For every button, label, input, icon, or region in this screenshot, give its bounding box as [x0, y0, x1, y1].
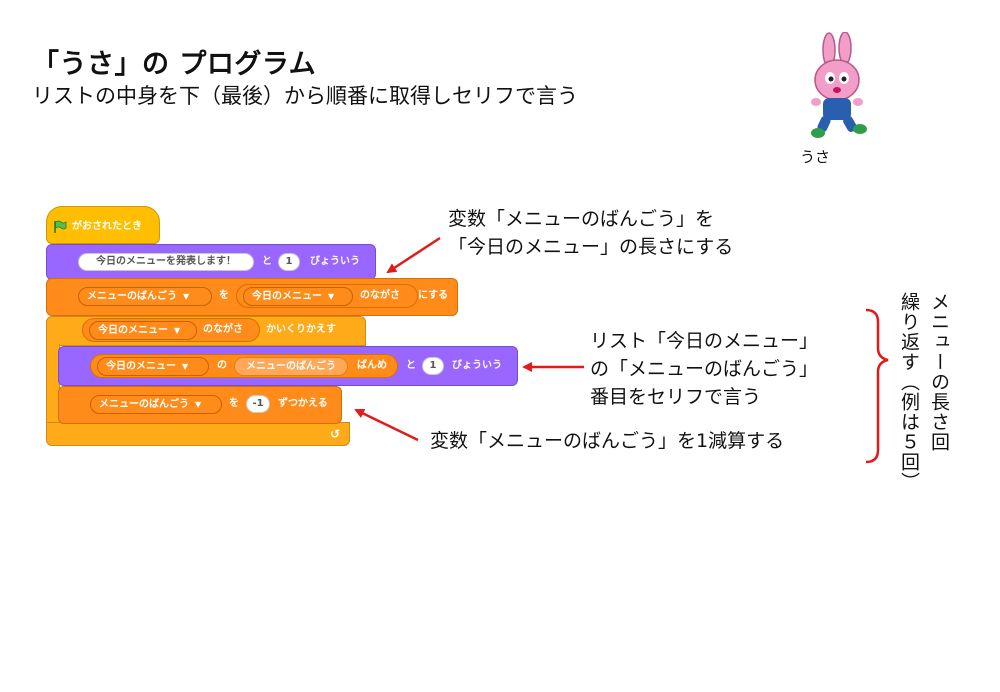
repeat-block-foot	[46, 422, 350, 446]
repeat-length-label: のながさ	[203, 324, 243, 335]
annotation-say-line1: リスト「今日のメニュー」	[590, 330, 819, 352]
annotation-change: 変数「メニューのばんごう」を1減算する	[430, 430, 785, 452]
say-item-index-reporter[interactable]: メニューのばんごう	[234, 357, 348, 376]
dropdown-caret-icon: ▼	[328, 292, 335, 301]
arrow-to-change-block	[354, 408, 419, 442]
say-item-and-label: と	[406, 360, 416, 371]
annotation-repeat-col1: メニューの長さ回	[928, 292, 950, 452]
dropdown-caret-icon: ▼	[183, 292, 190, 301]
dropdown-caret-icon: ▼	[182, 362, 189, 371]
say-for-label: びょういう	[310, 256, 360, 267]
annotation-set-line2: 「今日のメニュー」の長さにする	[448, 236, 734, 258]
set-length-label: のながさ	[360, 290, 400, 301]
hat-label: がおされたとき	[72, 221, 142, 232]
dropdown-caret-icon: ▼	[195, 400, 202, 409]
say-item-for-label: びょういう	[452, 360, 502, 371]
dropdown-caret-icon: ▼	[174, 326, 181, 335]
annotation-set-line1: 変数「メニューのばんごう」を	[448, 208, 715, 230]
set-suffix-label: にする	[418, 290, 449, 301]
change-suffix-label: ずつかえる	[278, 398, 328, 409]
usa-mascot-icon	[811, 32, 867, 138]
set-to-label: を	[219, 290, 229, 301]
annotation-say-line3: 番目をセリフで言う	[590, 386, 762, 408]
say-secs-input[interactable]: 1	[278, 253, 300, 271]
repeat-list-dropdown[interactable]: 今日のメニュー▼	[89, 321, 197, 340]
arrow-to-set-block	[386, 236, 441, 274]
repeat-brace-icon	[865, 308, 889, 464]
green-flag-icon	[54, 220, 67, 233]
page-subtitle: リストの中身を下（最後）から順番に取得しセリフで言う	[32, 84, 578, 108]
mascot-label: うさ	[800, 148, 831, 166]
set-list-dropdown[interactable]: 今日のメニュー▼	[243, 287, 353, 306]
change-value-input[interactable]: -1	[246, 395, 270, 413]
say-message-input[interactable]: 今日のメニューを発表します！	[78, 253, 254, 271]
say-item-list-dropdown[interactable]: 今日のメニュー▼	[97, 357, 209, 376]
repeat-suffix-label: かいくりかえす	[266, 324, 336, 335]
say-item-secs-input[interactable]: 1	[422, 357, 444, 375]
set-variable-dropdown[interactable]: メニューのばんごう▼	[78, 287, 212, 306]
say-and-label: と	[262, 256, 272, 267]
change-by-label: を	[229, 398, 239, 409]
say-item-of-label: の	[217, 360, 227, 371]
change-variable-dropdown[interactable]: メニューのばんごう▼	[90, 395, 222, 414]
say-item-item-label: ばんめ	[357, 360, 387, 371]
annotation-repeat-col2: 繰り返す（例は５回）	[898, 292, 920, 492]
loop-arrow-icon: ↺	[330, 427, 341, 441]
annotation-say-line2: の「メニューのばんごう」	[590, 358, 819, 380]
page-title: 「うさ」の プログラム	[32, 49, 317, 80]
